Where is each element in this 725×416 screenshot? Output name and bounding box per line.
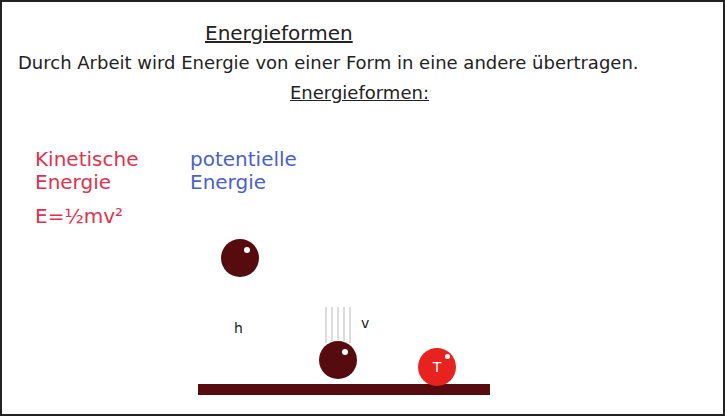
potential-label: potentielle Energie — [190, 148, 297, 194]
kinetic-label: Kinetische Energie — [35, 148, 138, 194]
subheading: Energieformen: — [290, 83, 429, 104]
formula: E=½mv² — [35, 205, 123, 228]
ball-falling — [319, 341, 357, 379]
ball-top — [221, 239, 259, 277]
ball-letter: T — [433, 359, 442, 375]
height-label: h — [234, 320, 243, 336]
motion-lines — [326, 307, 350, 343]
sentence: Durch Arbeit wird Energie von einer Form… — [18, 53, 639, 74]
ball-highlight — [342, 349, 348, 355]
velocity-label: v — [361, 315, 369, 331]
ground-bar — [198, 384, 490, 395]
title: Energieformen — [205, 22, 353, 45]
ball-highlight — [445, 354, 450, 359]
ball-highlight — [244, 247, 250, 253]
ball-node: T — [418, 348, 456, 386]
